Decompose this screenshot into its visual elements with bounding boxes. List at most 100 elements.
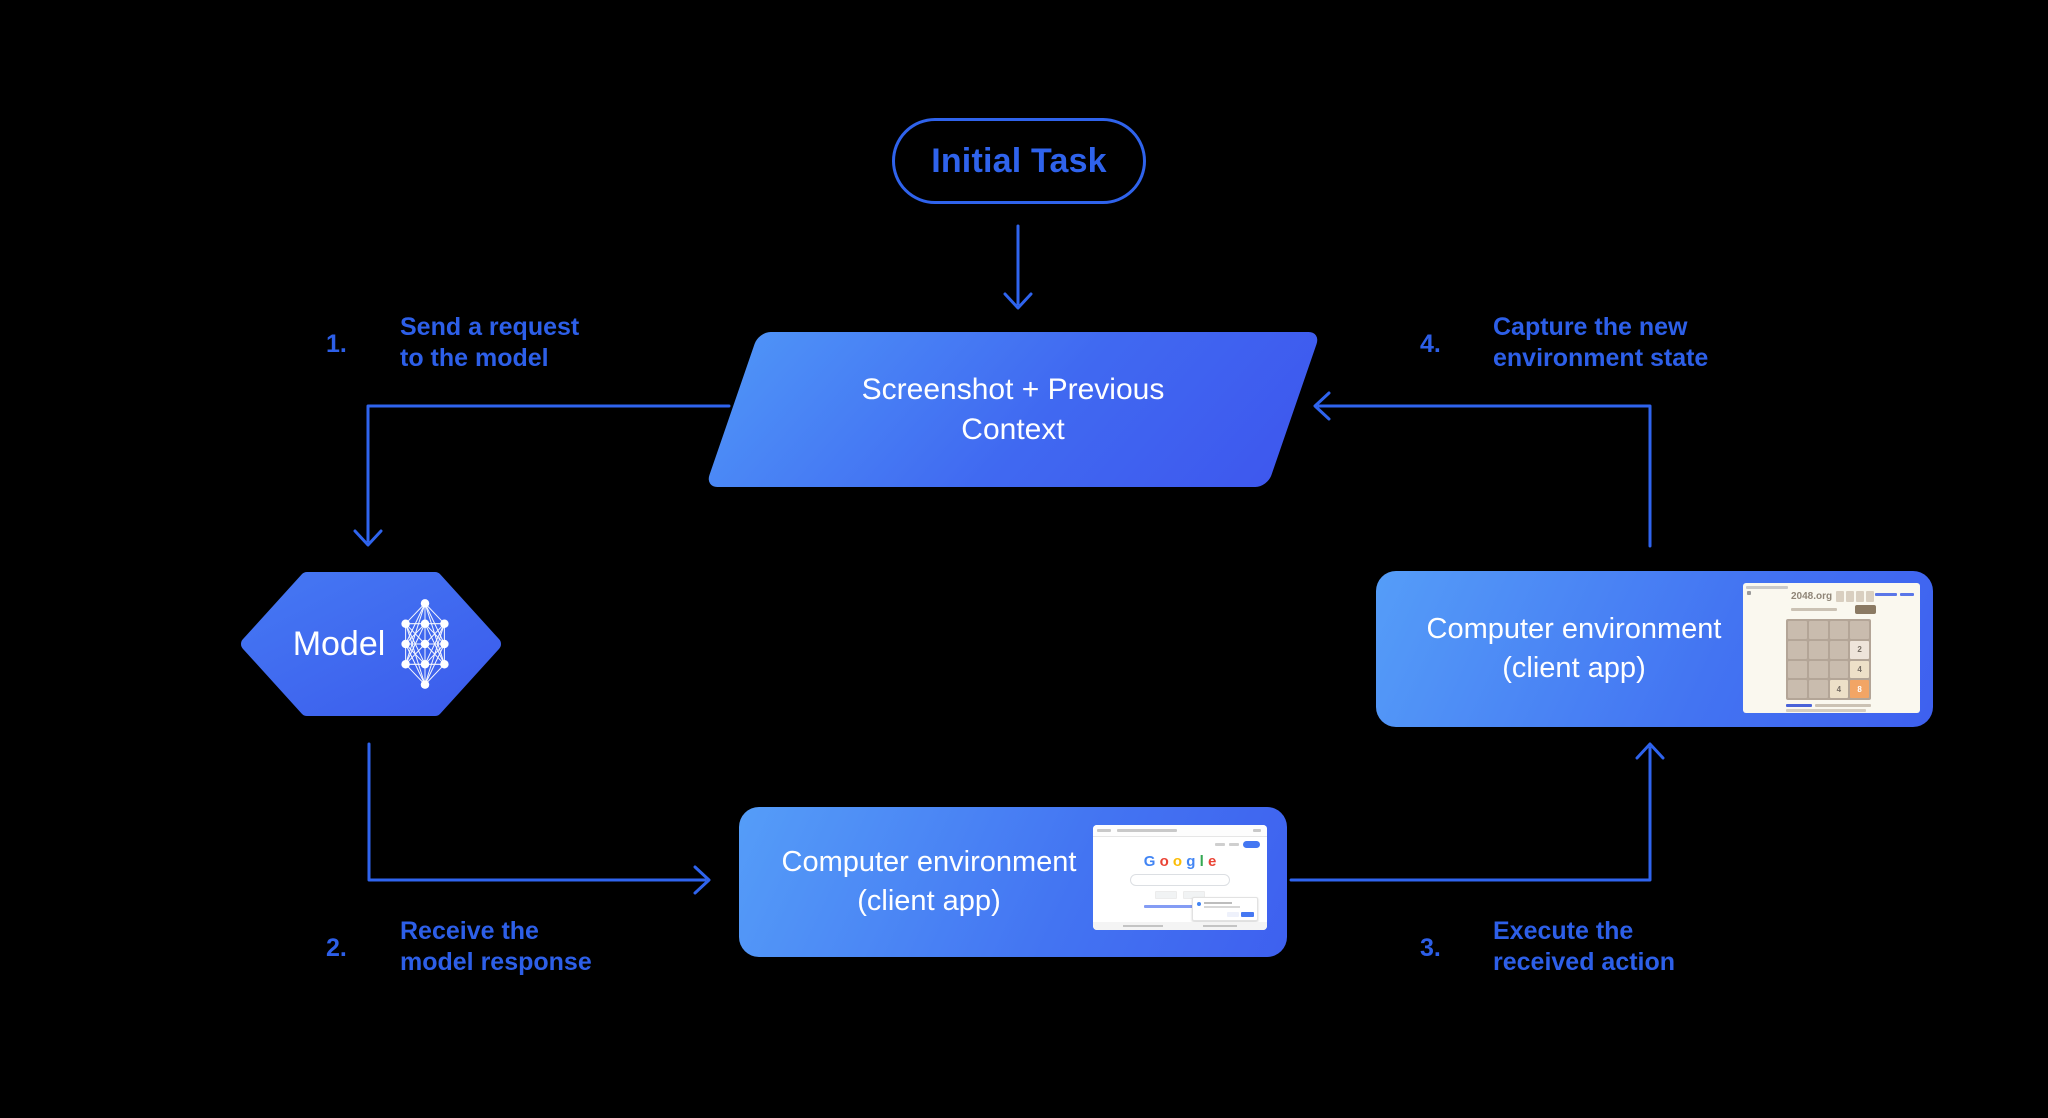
arrow-env-to-env <box>1289 746 1652 882</box>
neural-network-icon <box>401 599 449 689</box>
grid-cell <box>1788 660 1807 679</box>
step-4-label: Capture the new environment state <box>1493 312 1708 374</box>
step-3-number: 3. <box>1420 934 1441 962</box>
arrow-context-to-model <box>366 404 731 543</box>
step-1-line2: to the model <box>400 344 549 372</box>
footer-link-dash <box>1786 704 1812 707</box>
arrowhead-down-2 <box>353 529 383 547</box>
tab-dash <box>1746 586 1788 589</box>
arrowhead-down-1 <box>1003 292 1033 310</box>
tile-4: 4 <box>1829 680 1849 698</box>
env-bottom-line2: (client app) <box>857 885 1001 917</box>
step-2-line2: model response <box>400 948 592 976</box>
step-2-number: 2. <box>326 934 347 962</box>
computer-environment-bottom-node: Computer environment (client app) G o o … <box>739 807 1287 957</box>
arrowhead-right <box>693 865 711 895</box>
step-2-line1: Receive the <box>400 917 539 945</box>
footer-text-dash <box>1815 704 1871 707</box>
env-right-line1: Computer environment <box>1426 613 1722 645</box>
footer-bar-mini <box>1093 922 1267 930</box>
initial-task-label: Initial Task <box>931 141 1107 180</box>
score-box <box>1846 591 1854 602</box>
step-3-line1: Execute the <box>1493 917 1634 945</box>
tab-dot <box>1747 591 1751 595</box>
env-bottom-label: Computer environment (client app) <box>739 807 1119 957</box>
footer-text-dash <box>1786 709 1866 712</box>
step-1-number: 1. <box>326 330 347 358</box>
env-bottom-line1: Computer environment <box>781 846 1077 878</box>
dialog-icon-dot <box>1197 902 1201 906</box>
urlbar-dash <box>1117 829 1177 832</box>
offered-link-mini <box>1144 905 1216 908</box>
grid-cell <box>1808 640 1828 659</box>
browser-chrome-bar <box>1093 825 1267 837</box>
site-title: 2048.org <box>1791 591 1833 602</box>
tile-4: 4 <box>1850 660 1869 679</box>
model-content: Model <box>240 568 502 720</box>
env-right-line2: (client app) <box>1502 652 1646 684</box>
score-box <box>1866 591 1874 602</box>
arrowhead-left <box>1313 391 1331 421</box>
logo-letter: l <box>1199 853 1204 870</box>
score-box <box>1856 591 1864 602</box>
grid-cell <box>1808 621 1828 639</box>
dialog-text-line <box>1204 902 1232 904</box>
new-game-button-mini <box>1855 605 1876 614</box>
link-dash <box>1875 593 1897 596</box>
dialog-mini <box>1192 897 1258 921</box>
score-box <box>1836 591 1844 602</box>
model-label: Model <box>292 624 386 663</box>
logo-letter: o <box>1159 853 1169 870</box>
logo-letter: o <box>1172 853 1183 870</box>
screenshot-context-line1: Screenshot + Previous <box>861 372 1165 406</box>
google-search-screenshot: G o o g l e <box>1093 825 1267 930</box>
nav-dash <box>1215 843 1225 846</box>
2048-game-screenshot: 2048.org 2 <box>1743 583 1920 713</box>
grid-cell <box>1788 621 1807 639</box>
step-1-line1: Send a request <box>400 313 580 341</box>
screenshot-context-node: Screenshot + Previous Context <box>704 332 1322 487</box>
dialog-secondary-button-mini <box>1227 912 1239 917</box>
step-1-label: Send a request to the model <box>400 312 579 374</box>
game-grid: 2 4 4 8 <box>1786 619 1871 700</box>
grid-cell <box>1808 660 1828 679</box>
dialog-text-line <box>1204 906 1240 908</box>
step-3-label: Execute the received action <box>1493 916 1675 978</box>
footer-dash <box>1123 925 1163 927</box>
tile-8: 8 <box>1850 680 1869 698</box>
grid-cell <box>1829 660 1849 679</box>
signin-button-mini <box>1243 841 1260 848</box>
arrow-model-to-env <box>367 742 707 882</box>
google-logo: G o o g l e <box>1093 854 1267 869</box>
grid-cell <box>1829 640 1849 659</box>
footer-dash <box>1203 925 1237 927</box>
grid-cell <box>1788 640 1807 659</box>
logo-letter: g <box>1186 853 1196 870</box>
step-4-line1: Capture the new <box>1493 313 1688 341</box>
nav-dash <box>1229 843 1239 846</box>
search-bar-mini <box>1130 874 1230 886</box>
score-boxes-mini <box>1836 591 1874 602</box>
step-2-label: Receive the model response <box>400 916 592 978</box>
subtitle-dash <box>1791 608 1837 611</box>
step-3-line2: received action <box>1493 948 1676 976</box>
tab-dash <box>1097 829 1111 832</box>
logo-letter: e <box>1207 853 1217 870</box>
arrowhead-up <box>1635 742 1665 760</box>
screenshot-context-line2: Context <box>961 412 1065 446</box>
grid-cell <box>1850 621 1869 639</box>
computer-environment-right-node: Computer environment (client app) 2048.o… <box>1376 571 1933 727</box>
window-controls-dash <box>1253 829 1261 832</box>
tile-2: 2 <box>1850 640 1869 659</box>
model-node: Model <box>240 568 502 720</box>
step-4-number: 4. <box>1420 330 1441 358</box>
logo-letter: G <box>1143 853 1156 870</box>
step-4-line2: environment state <box>1493 344 1709 372</box>
search-button-mini <box>1155 891 1177 899</box>
dialog-primary-button-mini <box>1241 912 1254 917</box>
signin-row <box>1215 841 1260 848</box>
env-right-label: Computer environment (client app) <box>1390 571 1758 727</box>
link-dash <box>1900 593 1914 596</box>
